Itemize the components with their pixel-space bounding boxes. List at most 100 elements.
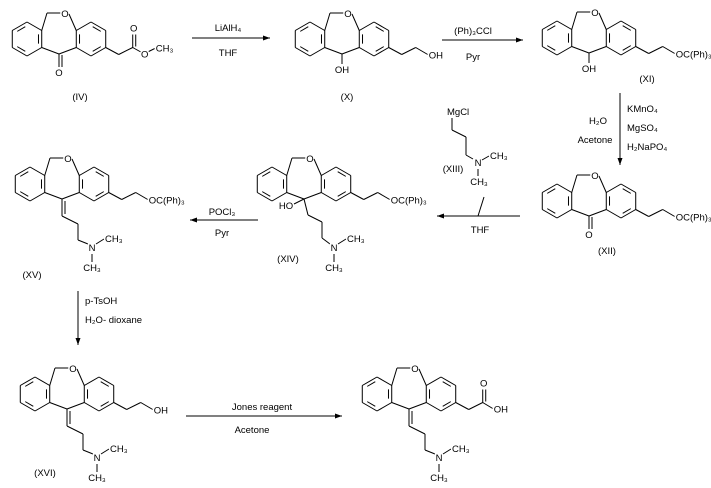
ring-double-bond (100, 401, 110, 407)
bond (71, 158, 80, 176)
bond (363, 192, 378, 200)
solvent: Pyr (215, 228, 229, 239)
bond (662, 46, 675, 54)
bond (408, 425, 426, 435)
bond (321, 237, 331, 245)
trityl-ether-group: OC(Ph)₃ (391, 196, 427, 207)
trityl-ether-group: OC(Ph)₃ (149, 196, 185, 207)
ring-bond (90, 21, 106, 31)
ring-bond (373, 21, 389, 31)
ring-bond (12, 21, 28, 31)
bond (598, 175, 607, 193)
ring-bond (98, 402, 114, 412)
solvent: THF (219, 48, 238, 59)
ring-double-bond (337, 171, 347, 177)
bond (313, 158, 322, 176)
reagent-connector (477, 196, 485, 217)
ring-bond (359, 47, 375, 57)
ring-bond (620, 209, 636, 219)
ring-double-bond (24, 381, 34, 387)
ring-bond (295, 21, 311, 31)
reagent: POCl₃ (209, 207, 236, 218)
hydroxyl-group: OH (582, 64, 596, 75)
bond (293, 198, 305, 205)
ring-double-bond (92, 46, 102, 52)
hydroxyl-group: OH (429, 51, 443, 62)
ring-bond (556, 183, 572, 193)
ring-bond (29, 192, 45, 202)
methyl-group: CH₃ (325, 263, 343, 274)
bond (121, 192, 136, 200)
bond (337, 238, 347, 245)
ring-bond (257, 192, 273, 202)
bond (76, 368, 85, 386)
methyl-group: CH₃ (430, 473, 448, 484)
ring-double-bond (16, 46, 26, 52)
bond (571, 46, 590, 54)
benzene-ring (78, 166, 110, 202)
bond (324, 12, 331, 31)
bond (482, 402, 493, 409)
ring-bond (321, 192, 337, 202)
solvent: Acetone (235, 425, 270, 436)
ring-bond (362, 402, 378, 412)
arrowhead (263, 35, 270, 41)
oxygen-atom: O (61, 9, 68, 20)
reaction-arrow-5: POCl₃ Pyr (190, 207, 258, 239)
benzene-ring (425, 376, 457, 412)
bond (401, 47, 416, 55)
ring-bond (440, 376, 456, 386)
benzene-ring (541, 20, 573, 56)
reagent: (Ph)₃CCl (454, 26, 492, 37)
ring-bond (620, 20, 636, 30)
solvent: Acetone (578, 135, 613, 146)
magnesium-chloride-group: MgCl (447, 107, 469, 118)
ring-bond (620, 46, 636, 56)
benzene-ring (605, 20, 637, 56)
compound-label: (XIII) (443, 164, 464, 175)
bond (571, 174, 578, 193)
compound-label: (XI) (639, 74, 654, 85)
ring-bond (12, 47, 28, 57)
ring-double-bond (546, 188, 556, 194)
solvent: THF (471, 225, 490, 236)
ring-bond (79, 166, 95, 176)
bond (377, 192, 390, 200)
bond (351, 13, 360, 31)
reagent: H₂NaPO₄ (627, 142, 667, 153)
compound-label: (XIV) (277, 254, 299, 265)
bond (126, 402, 141, 410)
ring-bond (15, 192, 31, 202)
hydroxyl-group: OH (154, 406, 168, 417)
ring-bond (542, 46, 558, 56)
bond (324, 47, 343, 55)
ring-bond (20, 402, 36, 412)
oxygen-atom: O (480, 379, 487, 390)
ring-double-bond (299, 46, 309, 52)
bond (662, 209, 675, 217)
ring-bond (29, 166, 45, 176)
methyl-group: CH₃ (470, 177, 488, 188)
ring-bond (556, 46, 572, 56)
oxygen-atom: O (411, 364, 418, 375)
compound-label: (X) (341, 92, 354, 103)
bond (465, 154, 474, 160)
ring-bond (93, 192, 109, 202)
bond (68, 13, 77, 31)
ring-bond (26, 21, 42, 31)
reagent: p-TsOH (85, 296, 117, 307)
ring-bond (34, 402, 50, 412)
bond (100, 448, 110, 455)
bond (350, 192, 364, 200)
compound-label: (IV) (72, 92, 87, 103)
bond (140, 402, 153, 410)
ring-double-bond (366, 401, 376, 407)
ring-double-bond (261, 191, 271, 197)
ring-double-bond (442, 381, 452, 387)
ring-double-bond (375, 26, 385, 32)
